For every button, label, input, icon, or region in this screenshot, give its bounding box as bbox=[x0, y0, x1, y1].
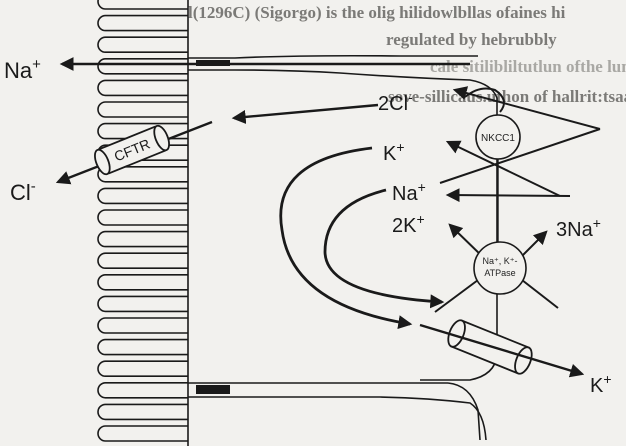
microvillus bbox=[98, 102, 188, 117]
microvillus bbox=[98, 188, 188, 203]
microvillus bbox=[98, 37, 188, 52]
k-recycle-arrow bbox=[281, 148, 410, 324]
microvillus bbox=[98, 426, 188, 441]
na-lumen-label: Na+ bbox=[4, 56, 41, 83]
bg-line-3: cale sitilibliltutlun ofthe lumba. Lahli… bbox=[430, 57, 626, 76]
cl-secretion-arrow bbox=[234, 105, 378, 118]
microvillus bbox=[98, 80, 188, 95]
microvillus bbox=[98, 340, 188, 355]
tight-junction-bottom bbox=[196, 385, 230, 394]
microvillus bbox=[98, 210, 188, 225]
na-k-atpase: Na⁺, K⁺- ATPase bbox=[474, 242, 526, 294]
microvillus bbox=[98, 59, 188, 74]
k-basolateral-label: K+ bbox=[590, 371, 612, 397]
bg-line-1: l(1296C) (Sigorgo) is the olig hilidowlb… bbox=[188, 3, 566, 22]
microvillus bbox=[98, 16, 188, 31]
na-recycle-arrow bbox=[325, 190, 442, 302]
atpase-label-1: Na⁺, K⁺- bbox=[482, 256, 517, 266]
atpase-label-2: ATPase bbox=[484, 268, 515, 278]
microvillus bbox=[98, 253, 188, 268]
nkcc1-label: NKCC1 bbox=[481, 133, 515, 144]
microvillus bbox=[98, 318, 188, 333]
cl-lumen-label: Cl- bbox=[10, 178, 36, 205]
three-na-label: 3Na+ bbox=[556, 215, 601, 241]
microvilli-brush-border bbox=[98, 0, 188, 446]
microvillus bbox=[98, 383, 188, 398]
bg-line-2: regulated by hebrubbly bbox=[386, 30, 557, 49]
two-cl-label: 2Cl- bbox=[378, 89, 413, 115]
na-cotransport-label: Na+ bbox=[392, 179, 426, 205]
microvillus bbox=[98, 275, 188, 290]
cftr-channel: CFTR bbox=[92, 124, 172, 177]
microvillus bbox=[98, 361, 188, 376]
microvillus bbox=[98, 296, 188, 311]
microvillus bbox=[98, 0, 188, 9]
microvillus bbox=[98, 404, 188, 419]
microvillus bbox=[98, 232, 188, 247]
two-k-label: 2K+ bbox=[392, 211, 425, 237]
cell-membrane bbox=[188, 56, 497, 440]
background-text: l(1296C) (Sigorgo) is the olig hilidowlb… bbox=[188, 3, 626, 106]
k-cotransport-label: K+ bbox=[383, 139, 405, 165]
nkcc1-transporter: NKCC1 bbox=[476, 115, 520, 159]
